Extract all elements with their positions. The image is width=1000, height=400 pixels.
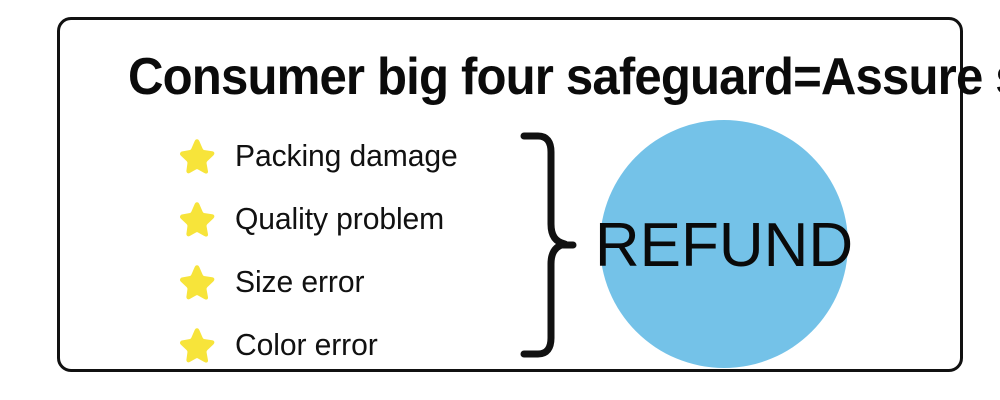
star-icon xyxy=(179,264,215,300)
list-item-label: Color error xyxy=(235,326,378,362)
star-icon xyxy=(179,138,215,174)
list-item: Packing damage xyxy=(178,124,508,187)
star-icon xyxy=(179,201,215,237)
list-item-label: Size error xyxy=(235,263,365,299)
page-title: Consumer big four safeguard=Assure shopp… xyxy=(128,48,1000,106)
list-item: Size error xyxy=(178,250,508,313)
list-item: Color error xyxy=(178,313,508,376)
guarantee-list: Packing damage Quality problem Size erro… xyxy=(178,124,508,376)
list-item: Quality problem xyxy=(178,187,508,250)
refund-badge: REFUND xyxy=(595,120,853,368)
refund-badge-label: REFUND xyxy=(594,211,854,280)
list-item-label: Packing damage xyxy=(235,137,458,173)
promo-card: Consumer big four safeguard=Assure shopp… xyxy=(57,17,1000,372)
curly-brace-right-icon xyxy=(520,132,577,358)
list-item-label: Quality problem xyxy=(235,200,445,236)
star-icon xyxy=(179,327,215,363)
